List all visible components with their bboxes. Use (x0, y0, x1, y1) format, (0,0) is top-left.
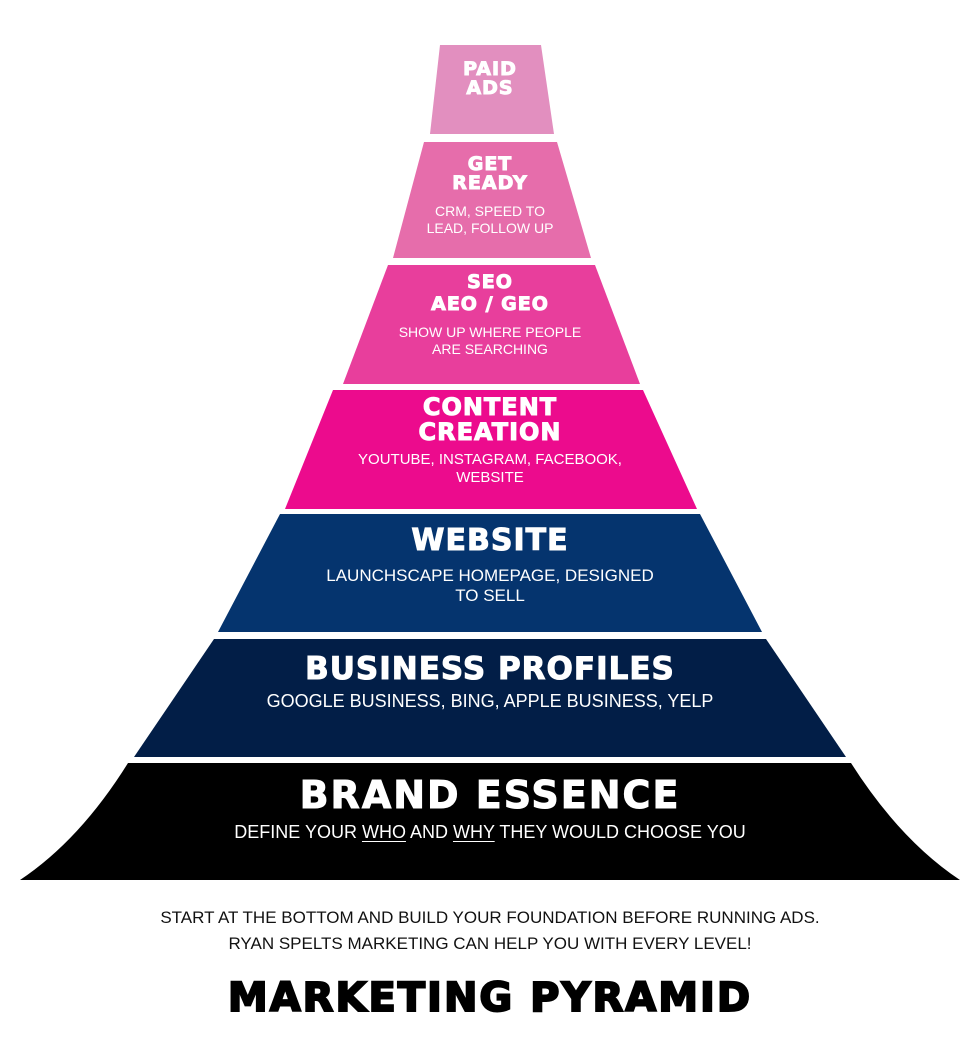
tier-title: READY (452, 172, 528, 194)
subtitle-emphasis-who: WHO (361, 822, 406, 842)
tier-content-creation-label: CONTENT CREATION YOUTUBE, INSTAGRAM, FAC… (0, 395, 980, 487)
tier-website (218, 514, 762, 632)
tier-get-ready-label: GET READY CRM, SPEED TO LEAD, FOLLOW UP (0, 153, 980, 237)
tier-subtitle: ARE SEARCHING (432, 340, 548, 357)
tier-brand-essence-label: BRAND ESSENCE DEFINE YOUR WHO AND WHY TH… (0, 776, 980, 844)
tier-seo (343, 265, 640, 384)
tier-title: BRAND ESSENCE (299, 773, 681, 817)
footer-note-line: RYAN SPELTS MARKETING CAN HELP YOU WITH … (228, 934, 752, 953)
tier-business-profiles-label: BUSINESS PROFILES GOOGLE BUSINESS, BING,… (0, 651, 980, 713)
tier-title: GET (467, 153, 513, 175)
tier-get-ready (393, 142, 591, 258)
tier-content-creation (285, 390, 697, 509)
tier-title: CONTENT (422, 393, 558, 421)
tier-title: ADS (466, 77, 514, 99)
tier-title: PAID (463, 58, 517, 80)
tier-brand-essence (20, 763, 960, 880)
tier-title: AEO / GEO (431, 293, 549, 315)
subtitle-part: AND (405, 822, 453, 842)
tier-paid-ads (430, 45, 554, 134)
tier-subtitle: GOOGLE BUSINESS, BING, APPLE BUSINESS, Y… (266, 691, 714, 711)
tier-subtitle: DEFINE YOUR WHO AND WHY THEY WOULD CHOOS… (0, 822, 980, 844)
subtitle-emphasis-why: WHY (452, 822, 495, 842)
subtitle-part: DEFINE YOUR (234, 822, 362, 842)
tier-title: SEO (467, 271, 513, 293)
tier-title: CREATION (418, 418, 562, 446)
tier-title: BUSINESS PROFILES (305, 651, 675, 687)
tier-subtitle: YOUTUBE, INSTAGRAM, FACEBOOK, (358, 451, 622, 468)
tier-subtitle: CRM, SPEED TO (435, 203, 545, 219)
tier-title: WEBSITE (411, 523, 569, 558)
footer-note: START AT THE BOTTOM AND BUILD YOUR FOUND… (0, 905, 980, 957)
tier-seo-label: SEO AEO / GEO SHOW UP WHERE PEOPLE ARE S… (0, 271, 980, 358)
page-title: MARKETING PYRAMID (227, 974, 753, 1022)
tier-website-label: WEBSITE LAUNCHSCAPE HOMEPAGE, DESIGNED T… (0, 523, 980, 607)
footer-note-line: START AT THE BOTTOM AND BUILD YOUR FOUND… (160, 908, 820, 927)
tier-business-profiles (134, 639, 846, 757)
tier-subtitle: LEAD, FOLLOW UP (426, 219, 554, 236)
tier-subtitle: TO SELL (455, 586, 525, 606)
subtitle-part: THEY WOULD CHOOSE YOU (494, 822, 746, 842)
tier-paid-ads-label: PAID ADS (0, 58, 980, 99)
tier-subtitle: SHOW UP WHERE PEOPLE (398, 324, 582, 340)
tier-subtitle: LAUNCHSCAPE HOMEPAGE, DESIGNED (326, 566, 654, 585)
tier-subtitle: WEBSITE (456, 469, 524, 486)
